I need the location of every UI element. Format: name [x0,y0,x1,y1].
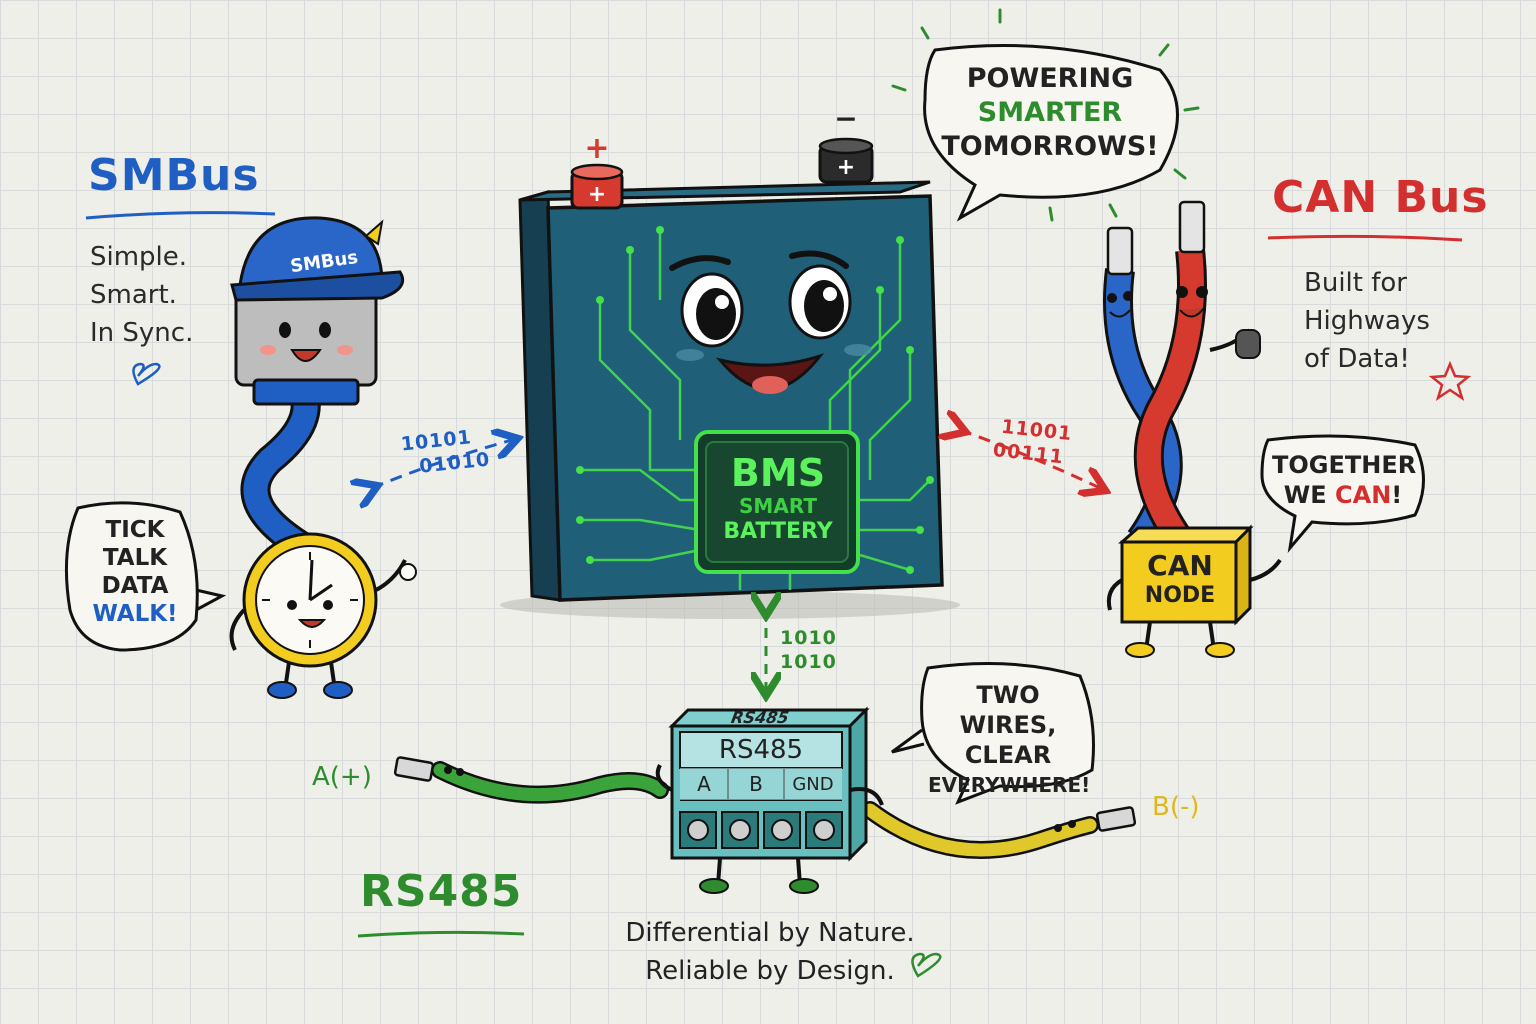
rs485-caption: Differential by Nature. Reliable by Desi… [600,914,940,990]
canbus-title: CAN Bus [1272,172,1489,223]
smart-battery: + + + − [500,102,960,619]
canbus-star-icon [1428,360,1472,401]
rs485-underline [357,930,525,938]
chip-line-smart: SMART [739,494,817,518]
together-can: CAN [1335,481,1392,509]
tick-line-3: DATA [101,573,169,599]
svg-text:+: + [584,131,609,166]
rs485-pin-a: A [697,772,711,796]
two-wires-line-1: TWO WIRES, [959,681,1057,739]
smbus-tagline-1: Simple. [90,242,188,272]
circuit-traces [580,230,931,590]
canbus-tagline-1: Built for [1304,268,1407,298]
svg-text:+: + [588,182,606,207]
rs485-heart-icon [911,952,942,978]
positive-terminal-icon: + [570,163,624,210]
chip-line-battery: BATTERY [723,519,833,544]
canbus-underline [1267,234,1463,242]
smbus-tagline-3: In Sync. [90,318,194,348]
rs485-module-top-label: RS485 [729,708,791,727]
together-line-2: WE CAN! [1272,480,1414,510]
bms-chip-label: BMS SMART BATTERY [704,452,852,546]
two-wires-line-2: CLEAR [964,741,1052,769]
canbus-tagline: Built for Highways of Data! [1304,264,1430,378]
tick-line-4: WALK! [92,601,178,627]
smbus-title: SMBus [88,150,260,201]
rs485-pin-gnd: GND [792,774,834,795]
powering-bubble-text: POWERING SMARTER TOMORROWS! [930,62,1170,164]
canbus-tagline-3: of Data! [1304,344,1410,374]
smbus-bits: 10101 01010 [400,424,492,481]
smbus-tagline: Simple. Smart. In Sync. [90,238,193,352]
wire-a-label: A(+) [312,762,372,792]
powering-line-1: POWERING [966,63,1134,94]
together-we: WE [1283,481,1335,509]
battery-face [669,250,872,394]
powering-speech-bubble [891,8,1200,222]
canbus-tagline-2: Highways [1304,306,1430,336]
can-character [1103,200,1282,658]
smbus-underline [85,211,276,220]
svg-text:−: − [834,102,857,135]
powering-line-3: TOMORROWS! [941,131,1159,162]
rs485-bits: 1010 1010 [780,626,837,674]
rs485-bits-1: 1010 [780,627,837,649]
wire-b-label: B(-) [1152,792,1200,822]
together-exclaim: ! [1391,481,1403,509]
together-line-1: TOGETHER [1272,451,1417,479]
can-node-line-2: NODE [1144,583,1216,608]
svg-text:+: + [837,155,855,180]
rs485-wires [393,756,1137,859]
two-wires-bubble-text: TWO WIRES, CLEAR EVERYWHERE! [928,680,1091,800]
negative-terminal-icon: + [818,137,874,184]
tick-line-2: TALK [102,545,168,571]
can-node-label: CAN NODE [1124,550,1236,610]
smbus-heart-icon [132,362,161,386]
together-speech-bubble [1260,434,1425,554]
rs485-module-label: RS485 [718,735,804,765]
rs485-module [655,706,884,894]
together-bubble-text: TOGETHER WE CAN! [1272,450,1417,510]
rs485-caption-2: Reliable by Design. [645,956,895,986]
chip-line-bms: BMS [730,451,826,495]
can-node-line-1: CAN [1147,549,1213,582]
smbus-data-arrow [372,440,512,488]
tick-talk-speech-bubble [64,501,227,652]
smbus-character [229,216,417,699]
rs485-title: RS485 [360,866,523,917]
rs485-bits-2: 1010 [780,651,837,673]
tick-talk-bubble-text: TICK TALK DATA WALK! [76,516,194,628]
smbus-tagline-2: Smart. [90,280,177,310]
rs485-caption-1: Differential by Nature. [625,918,915,948]
tick-line-1: TICK [105,517,165,543]
powering-line-2: SMARTER [977,97,1123,128]
two-wires-speech-bubble [891,662,1095,805]
bms-chip [694,430,860,574]
can-bits: 11001 00111 [992,414,1074,470]
rs485-pin-b: B [749,772,763,796]
two-wires-line-3: EVERYWHERE! [928,773,1091,797]
